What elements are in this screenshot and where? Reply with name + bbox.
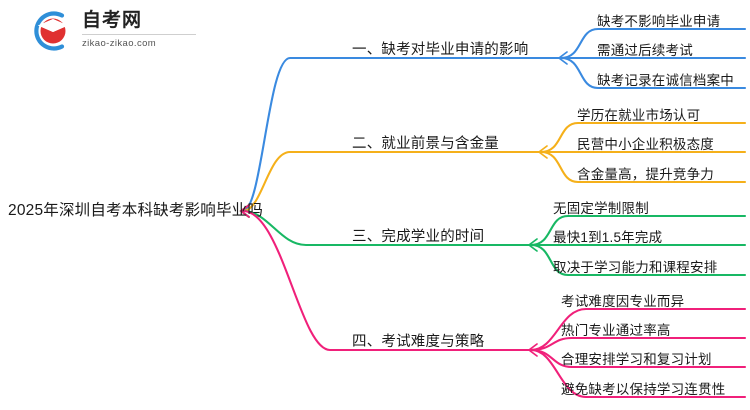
leaf-node-2-3[interactable]: 含金量高，提升竞争力: [577, 167, 714, 182]
leaf-node-4-4[interactable]: 避免缺考以保持学习连贯性: [561, 382, 726, 397]
connector-root-to-branch-4: [241, 209, 347, 352]
arrowhead-b1: [557, 51, 568, 65]
graduation-cap-icon: [34, 11, 69, 51]
branch-node-2[interactable]: 二、就业前景与含金量: [352, 136, 499, 152]
leaf-node-1-3[interactable]: 缺考记录在诚信档案中: [597, 73, 734, 88]
leaf-node-1-2[interactable]: 需通过后续考试: [597, 43, 693, 58]
arrowhead-b3: [527, 238, 538, 252]
leaf-node-2-2[interactable]: 民营中小企业积极态度: [577, 137, 714, 152]
leaf-node-3-3[interactable]: 取决于学习能力和课程安排: [553, 260, 718, 275]
leaf-node-3-1[interactable]: 无固定学制限制: [553, 201, 649, 216]
mindmap-root-node[interactable]: 2025年深圳自考本科缺考影响毕业吗: [8, 202, 264, 219]
site-logo: 自考网 zikao-zikao.com: [28, 9, 198, 54]
leaf-node-4-2[interactable]: 热门专业通过率高: [561, 323, 671, 338]
logo-url: zikao-zikao.com: [82, 38, 157, 49]
arrowhead-b4: [527, 343, 538, 357]
logo-wordmark: 自考网 zikao-zikao.com: [82, 9, 198, 53]
branch-node-4[interactable]: 四、考试难度与策略: [352, 334, 485, 350]
logo-name-cn: 自考网: [82, 10, 143, 31]
logo-divider: [82, 34, 196, 35]
leaf-node-3-2[interactable]: 最快1到1.5年完成: [553, 230, 663, 245]
leaf-node-1-1[interactable]: 缺考不影响毕业申请: [597, 14, 721, 29]
connector-root-to-branch-1: [241, 56, 347, 213]
leaf-node-4-1[interactable]: 考试难度因专业而异: [561, 294, 685, 309]
arrowhead-b2: [537, 145, 548, 159]
branch-node-3[interactable]: 三、完成学业的时间: [352, 229, 485, 245]
branch-node-1[interactable]: 一、缺考对毕业申请的影响: [352, 42, 529, 58]
leaf-node-2-1[interactable]: 学历在就业市场认可: [577, 108, 701, 123]
leaf-node-4-3[interactable]: 合理安排学习和复习计划: [561, 352, 712, 367]
